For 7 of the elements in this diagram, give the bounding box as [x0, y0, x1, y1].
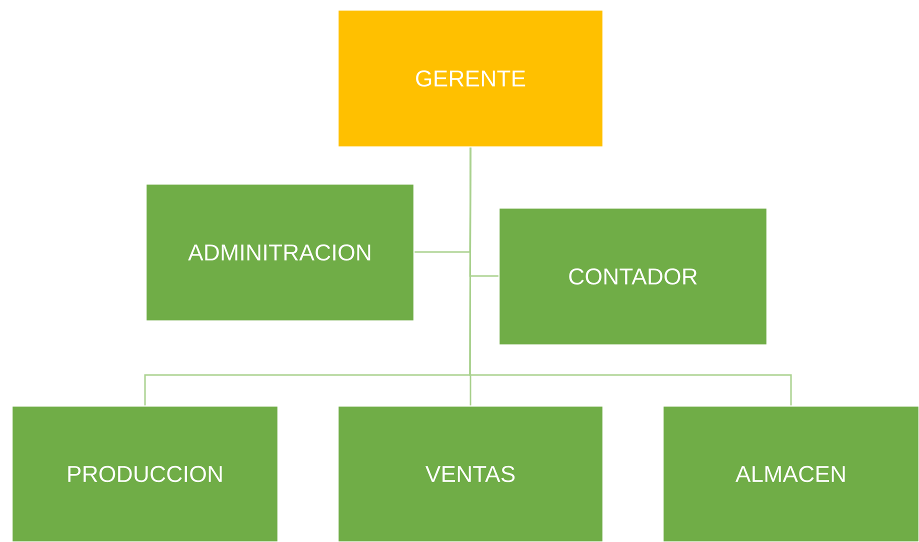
connector-line [469, 148, 792, 406]
department-box: ALMACEN [662, 405, 919, 542]
department-box: CONTADOR [498, 207, 768, 346]
manager-box: GERENTE [337, 9, 604, 148]
department-box: VENTAS [337, 405, 604, 542]
department-box: ADMINITRACION [145, 183, 415, 322]
department-box: PRODUCCION [11, 405, 279, 542]
